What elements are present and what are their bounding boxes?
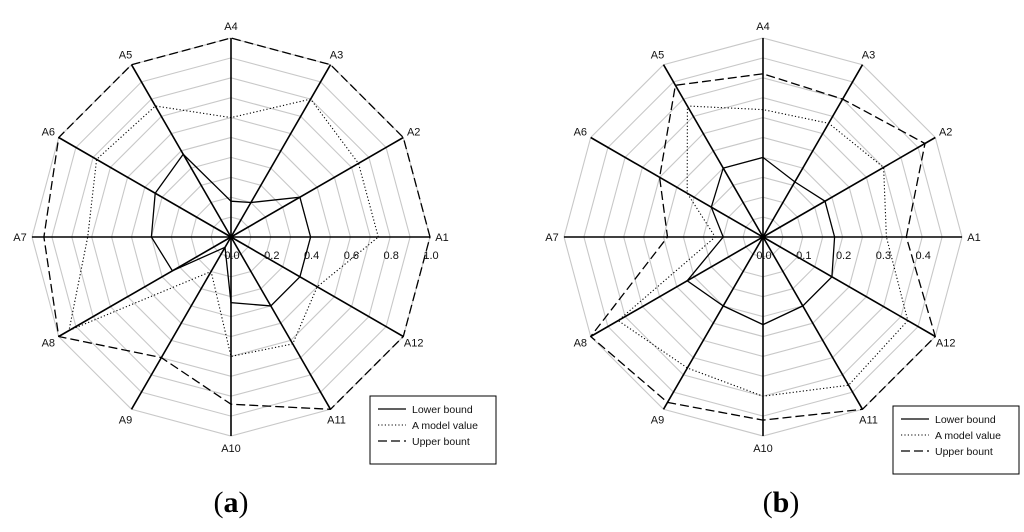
spoke-a12 [230,236,404,338]
axis-label-a3: A3 [862,49,875,61]
tick-label: 0.8 [384,250,399,262]
tick-label: 0.4 [304,250,319,262]
spoke-a9 [130,236,232,410]
spoke-a5 [662,64,764,238]
tick-labels: 0.0 0.1 0.2 0.3 0.4 [756,250,930,262]
axis-label-a5: A5 [651,49,664,61]
tick-label: 1.0 [423,250,438,262]
axis-label-a9: A9 [651,415,664,427]
legend-entry: Upper bount [412,436,470,448]
series-a-model-value [617,105,909,397]
panel-label: (a) [214,486,249,519]
axis-label-a12: A12 [404,338,424,350]
spoke-a11 [762,236,864,410]
axis-label-a1: A1 [967,232,980,244]
spoke-a6 [58,136,232,238]
legend-entry: Lower bound [935,414,996,426]
series-group [43,37,431,410]
spoke-a2 [762,136,936,238]
axis-label-a6: A6 [574,127,587,139]
axis-label-a1: A1 [435,232,448,244]
spoke-a2 [230,136,404,238]
spoke-a8 [58,236,232,338]
tick-label: 0.0 [224,250,239,262]
series-a-model-value [68,98,379,358]
tick-label: 0.2 [836,250,851,262]
tick-label: 0.0 [756,250,771,262]
axis-label-a10: A10 [753,443,773,455]
spoke-a11 [230,236,332,410]
series-group [589,73,937,421]
legend-entry: A model value [935,430,1001,442]
tick-label: 0.2 [264,250,279,262]
axis-label-a7: A7 [545,232,558,244]
axis-label-a5: A5 [119,49,132,61]
spoke-a9 [662,236,764,410]
axis-label-a4: A4 [224,21,237,33]
axis-label-a8: A8 [42,338,55,350]
series-upper-bount [589,73,937,421]
legend-box [892,405,1020,475]
spoke-a6 [590,136,764,238]
legend-entry: A model value [412,420,478,432]
legend-box [369,395,497,465]
axis-label-a12: A12 [936,338,956,350]
axis-label-a11: A11 [859,415,878,427]
axis-label-a7: A7 [13,232,26,244]
tick-label: 0.1 [796,250,811,262]
axis-label-a3: A3 [330,49,343,61]
axis-label-a11: A11 [327,415,346,427]
spokes [32,38,430,436]
axis-label-a8: A8 [574,338,587,350]
spoke-a3 [230,64,332,238]
legend-entry: Lower bound [412,404,473,416]
spoke-a12 [762,236,936,338]
panel-label: (b) [763,486,800,519]
axis-label-a4: A4 [756,21,769,33]
axis-label-a2: A2 [407,127,420,139]
series-upper-bount [43,37,431,410]
tick-label: 0.6 [344,250,359,262]
axis-label-a10: A10 [221,443,241,455]
spoke-a3 [762,64,864,238]
axis-label-a6: A6 [42,127,55,139]
tick-labels: 0.0 0.2 0.4 0.6 0.8 1.0 [224,250,438,262]
spoke-a5 [130,64,232,238]
legend-entry: Upper bount [935,446,993,458]
spokes [564,38,962,436]
series-lower-bound [686,156,836,326]
series-lower-bound [150,153,312,307]
axis-label-a2: A2 [939,127,952,139]
tick-label: 0.4 [916,250,931,262]
tick-label: 0.3 [876,250,891,262]
axis-label-a9: A9 [119,415,132,427]
spoke-a8 [590,236,764,338]
